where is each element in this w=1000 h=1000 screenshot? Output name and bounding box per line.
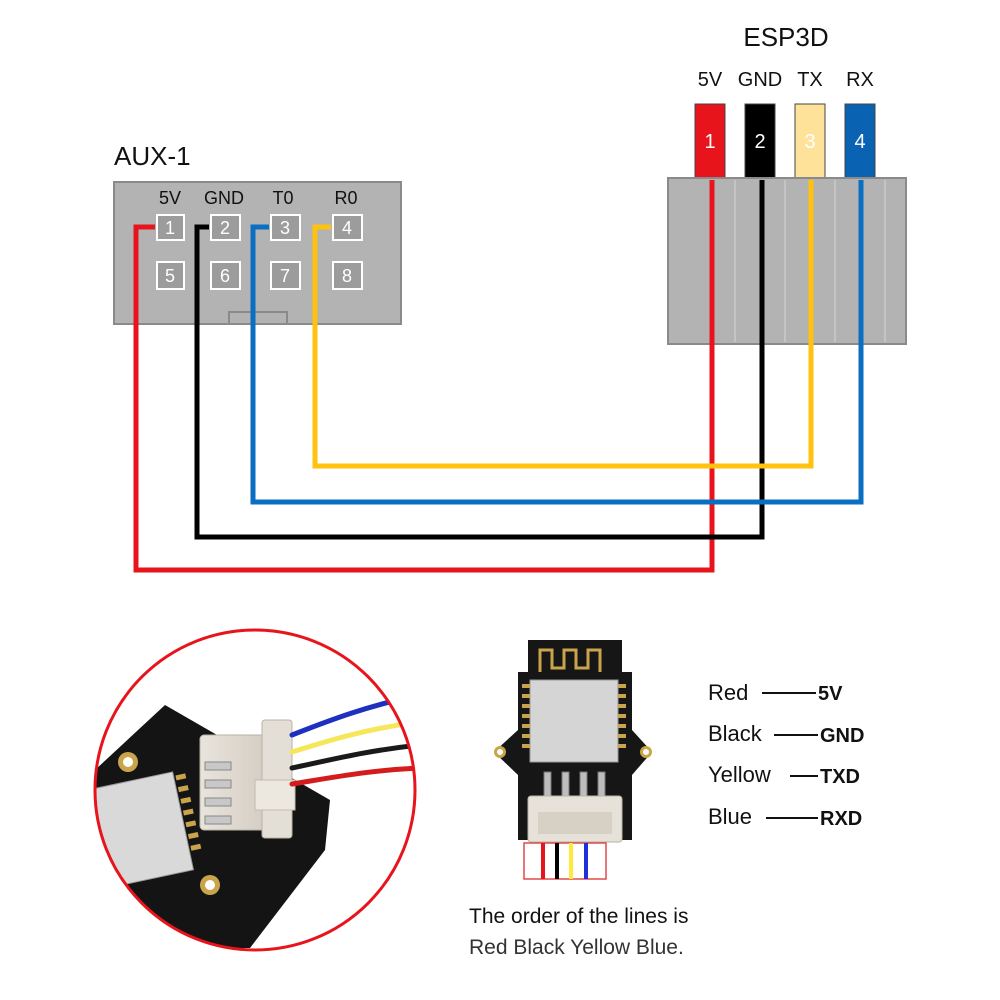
legend-color-red: Red <box>708 680 748 705</box>
aux-title: AUX-1 <box>114 141 191 171</box>
esp-pin-label-gnd: GND <box>738 69 782 91</box>
esp-connector-body <box>667 177 907 345</box>
aux-pin-label-gnd: GND <box>204 188 244 208</box>
wire-order-box <box>523 842 607 880</box>
note-line-2: Red Black Yellow Blue. <box>469 936 684 959</box>
legend-color-blue: Blue <box>708 804 752 829</box>
closeup-ring <box>93 628 417 952</box>
aux-connector-body <box>113 181 402 325</box>
aux-key-notch <box>228 311 288 325</box>
esp-pin-number: 3 <box>804 131 815 153</box>
esp-title: ESP3D <box>743 22 828 52</box>
esp-pin-label-tx: TX <box>797 69 823 91</box>
aux-pin-labels: 5V GND T0 R0 <box>159 188 358 208</box>
esp-pin-label-5v: 5V <box>698 69 723 91</box>
wire-black-gnd <box>194 180 765 540</box>
wire-yellow-r0-tx <box>312 180 814 469</box>
wire-blue-t0-rx <box>250 180 864 505</box>
module-closeup-photo <box>93 628 417 952</box>
aux-pin-number: 6 <box>220 266 230 286</box>
aux-pin-3 <box>270 214 301 241</box>
esp-pin-number: 2 <box>754 131 765 153</box>
esp-pin-block-1 <box>694 103 726 181</box>
aux-pin-1 <box>156 214 185 241</box>
aux-pins <box>156 214 363 290</box>
esp-pin-block-2 <box>744 103 776 181</box>
wires <box>133 180 864 573</box>
esp-pin-labels: 5V GND TX RX <box>698 69 874 91</box>
aux-pin-number: 7 <box>280 266 290 286</box>
esp-pin-block-4 <box>844 103 876 181</box>
legend-signal-5v: 5V <box>818 683 843 705</box>
module-top-photo <box>494 640 652 880</box>
esp-pin-number: 1 <box>704 131 715 153</box>
wire-legend: Red 5V Black GND Yellow TXD Blue RXD <box>708 680 864 830</box>
esp-pin-blocks <box>694 103 876 181</box>
esp-pin-number: 4 <box>854 131 865 153</box>
esp-connector-dividers <box>734 180 886 342</box>
aux-pin-8 <box>332 261 363 290</box>
esp-pin-label-rx: RX <box>846 69 874 91</box>
aux-pin-number: 2 <box>220 218 230 238</box>
aux-pin-number: 8 <box>342 266 352 286</box>
wire-red-5v <box>133 180 715 573</box>
aux-pin-number: 3 <box>280 218 290 238</box>
legend-color-black: Black <box>708 721 763 746</box>
aux-pin-6 <box>210 261 241 290</box>
wire-order-lines <box>541 843 588 879</box>
aux-pin-label-5v: 5V <box>159 188 181 208</box>
aux-pin-number: 1 <box>165 218 175 238</box>
antenna-trace <box>538 648 602 672</box>
aux-pin-7 <box>270 261 301 290</box>
esp-pin-numbers: 1 2 3 4 <box>704 131 865 153</box>
esp-module-shield <box>529 679 619 763</box>
aux-pin-2 <box>210 214 241 241</box>
legend-color-yellow: Yellow <box>708 762 771 787</box>
legend-signal-gnd: GND <box>820 725 864 747</box>
legend-signal-rxd: RXD <box>820 808 862 830</box>
legend-signal-txd: TXD <box>820 766 860 788</box>
note-line-1: The order of the lines is <box>469 905 688 928</box>
aux-pin-4 <box>332 214 363 241</box>
esp-pin-block-3 <box>794 103 826 181</box>
aux-pin-number: 4 <box>342 218 352 238</box>
aux-pin-number: 5 <box>165 266 175 286</box>
aux-pin-label-r0: R0 <box>334 188 357 208</box>
aux-pin-label-t0: T0 <box>272 188 293 208</box>
aux-pin-5 <box>156 261 185 290</box>
aux-pin-numbers: 1 2 3 4 5 6 7 8 <box>165 218 352 286</box>
